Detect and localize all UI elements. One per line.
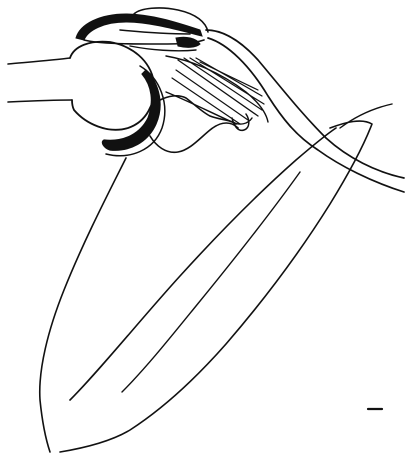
scapula-lateral-border (40, 158, 126, 452)
ligament-fibers (166, 56, 268, 124)
scapula-spine (70, 128, 336, 400)
acromion (76, 8, 208, 51)
humeral-head (70, 42, 154, 130)
humerus (8, 42, 154, 130)
scapula-medial-border (60, 121, 372, 452)
